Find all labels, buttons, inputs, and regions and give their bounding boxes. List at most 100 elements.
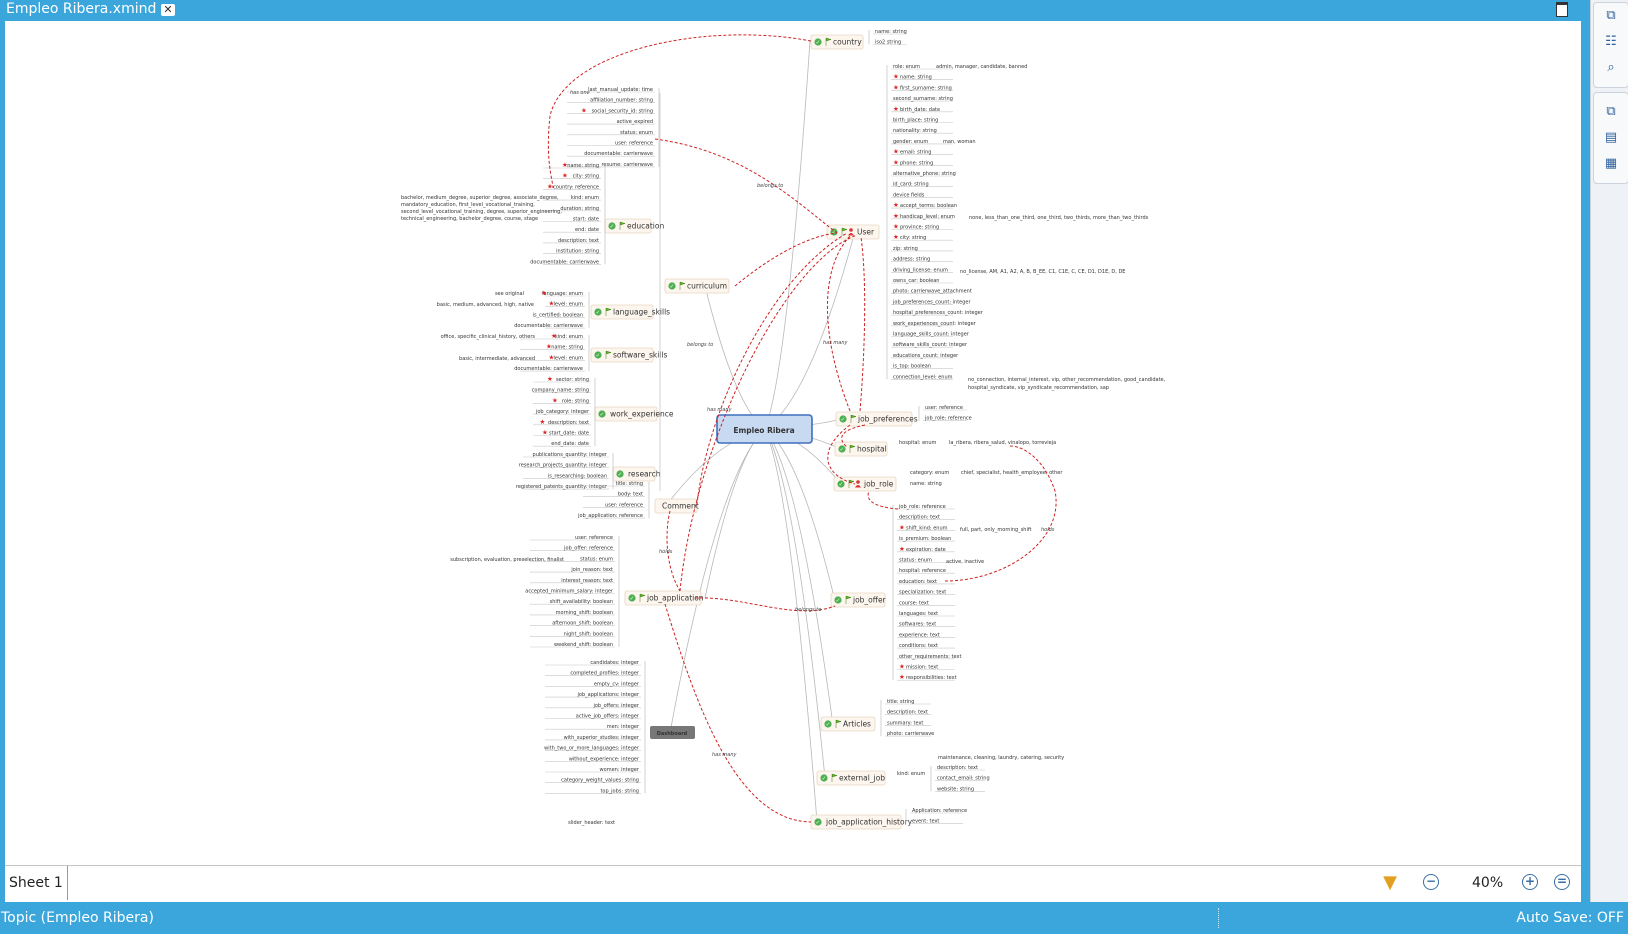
sheet-tab[interactable]: Sheet 1 — [5, 866, 68, 900]
topic-education[interactable]: education — [627, 222, 664, 231]
outline-icon[interactable]: ☷ — [1605, 34, 1617, 49]
topic-comment[interactable]: Comment — [662, 502, 699, 511]
central-topic[interactable]: Empleo Ribera — [733, 426, 794, 435]
zoom-search-icon[interactable]: ⌕ — [1607, 60, 1615, 75]
person-icon — [856, 480, 860, 484]
relationship-comment-user — [696, 232, 848, 506]
priority-star-icon: ★ — [893, 201, 899, 209]
relationship-comment-application — [666, 510, 681, 592]
relationship-preferences-user-2 — [827, 234, 852, 412]
enum-driving-values: no_license, AM, A1, A2, A, B, B_EE, C1, … — [960, 269, 1125, 275]
topic-job-offer[interactable]: job_offer — [852, 596, 887, 605]
job-application-field: morning_shift: boolean — [556, 610, 613, 616]
comment-field: user: reference — [605, 502, 643, 508]
relationship-label: belongs to — [687, 342, 713, 348]
close-icon[interactable]: ✕ — [161, 3, 175, 16]
dashboard-field: without_experience: integer — [569, 756, 640, 762]
curriculum-field: documentable: carrierwave — [584, 151, 653, 157]
zoom-out-icon[interactable]: − — [1423, 874, 1439, 890]
software-enum-values: office, specific_clinical_history, other… — [441, 334, 536, 340]
job-offer-field: specialization: text — [899, 590, 946, 596]
comment-field: title: string — [616, 481, 643, 487]
relationship-country-education — [547, 34, 812, 189]
document-tab[interactable]: Empleo Ribera.xmind✕ — [0, 0, 181, 20]
topic-hospital[interactable]: hospital — [857, 445, 887, 454]
central-branch — [704, 428, 766, 599]
topic-research[interactable]: research — [628, 470, 661, 479]
restore-icon[interactable]: ⧉ — [1606, 8, 1616, 23]
priority-star-icon: ★ — [893, 105, 899, 113]
restore-panel-icon[interactable]: ⧉ — [1606, 104, 1616, 119]
topic-user[interactable]: User — [857, 228, 875, 237]
enum-role-values: admin, manager, candidate, banned — [936, 64, 1027, 70]
dashboard-field: category_weight_values: string — [561, 778, 639, 784]
topic-comment-box — [654, 498, 698, 514]
maximize-icon[interactable] — [1556, 2, 1568, 17]
topic-job-role[interactable]: job_role — [863, 480, 894, 489]
research-field: is_researching: boolean — [548, 473, 607, 479]
job-offer-field: languages: text — [899, 611, 938, 617]
research-field: publications_quantity: integer — [533, 452, 608, 458]
job-offer-field: mission: text — [906, 665, 938, 671]
topic-job-application[interactable]: job_application — [646, 594, 704, 603]
user-field: device fields — [893, 192, 925, 198]
work-field: job_category: integer — [535, 409, 590, 415]
priority-star-icon: ★ — [562, 161, 568, 169]
education-field: country: reference — [553, 184, 599, 190]
user-field: address: string — [893, 257, 930, 263]
mind-map: Empleo Ribera✓country✓User✓curriculum✓jo… — [401, 29, 1166, 830]
work-field: start_date: date — [549, 431, 589, 437]
relationship-application-offer — [694, 597, 836, 612]
topic-software-skills[interactable]: software_skills — [613, 351, 667, 360]
job-offer-status-values: active, inactive — [946, 559, 984, 565]
user-field: work_experiences_count: integer — [893, 321, 977, 327]
enum-gender-values: man, woman — [943, 139, 976, 145]
job-application-status-values: subscription, evaluation, preselection, … — [450, 557, 564, 563]
task-done-icon — [608, 222, 616, 230]
education-kind-values: mandatory_education, first_level_vocatio… — [401, 202, 535, 208]
country-field: iso2 string — [875, 40, 901, 46]
user-field: nationality: string — [893, 128, 937, 134]
topic-job-offer-box — [830, 592, 886, 608]
properties-icon[interactable]: ▤ — [1604, 130, 1618, 145]
flag-icon — [639, 593, 646, 602]
topic-job-preferences[interactable]: job_preferences — [857, 415, 918, 424]
topic-work-experience[interactable]: work_experience — [610, 410, 674, 419]
language-field: language: enum — [542, 291, 583, 297]
editor-footer: Sheet 1 ▼ − 40% + = — [5, 865, 1581, 902]
person-icon-body — [848, 233, 854, 236]
relationship-offer-role — [867, 490, 899, 510]
job-application-field: afternoon_shift: boolean — [552, 621, 613, 627]
user-field: name: string — [900, 75, 932, 81]
relationship-label: has many — [707, 407, 733, 413]
task-done-icon — [838, 445, 846, 453]
zoom-in-icon[interactable]: + — [1522, 874, 1538, 890]
language-field: is_certified: boolean — [533, 312, 583, 318]
topic-curriculum[interactable]: curriculum — [687, 282, 727, 291]
job-application-field: interest_reason: text — [561, 578, 613, 584]
dashboard-field: men: integer — [607, 724, 640, 730]
right-sidebar: ⧉ ☷ ⌕ ⧉ ▤ ▦ — [1590, 0, 1628, 934]
mind-map-canvas[interactable]: Empleo Ribera✓country✓User✓curriculum✓jo… — [5, 21, 1581, 865]
topic-language-skills[interactable]: language_skills — [613, 308, 670, 317]
sidebar-group-panels: ⧉ ▤ ▦ — [1593, 92, 1628, 184]
topic-articles[interactable]: Articles — [843, 720, 871, 729]
country-field: name: string — [875, 29, 907, 35]
topic-external-job[interactable]: external_job — [839, 774, 885, 783]
markers-icon[interactable]: ▦ — [1604, 156, 1618, 171]
priority-star-icon: ★ — [893, 233, 899, 241]
filter-icon[interactable]: ▼ — [1383, 872, 1397, 893]
flag-icon — [849, 444, 856, 453]
topic-dashboard[interactable]: Dashboard — [657, 731, 688, 737]
topic-user-box — [826, 224, 880, 240]
enum-connection-values: no_connection, internal_interest, vip, o… — [968, 377, 1166, 383]
topic-job-application-history[interactable]: job_application_history — [825, 818, 913, 827]
topic-country[interactable]: country — [833, 38, 862, 47]
zoom-fit-icon[interactable]: = — [1554, 874, 1570, 890]
user-field: accept_terms: boolean — [900, 203, 957, 209]
dashboard-field: active_job_offers: integer — [576, 714, 640, 720]
user-field: driving_license: enum — [893, 267, 948, 273]
job-preferences-field: job_role: reference — [924, 416, 972, 422]
education-field: institution: string — [556, 249, 599, 255]
task-done-icon — [820, 774, 828, 782]
